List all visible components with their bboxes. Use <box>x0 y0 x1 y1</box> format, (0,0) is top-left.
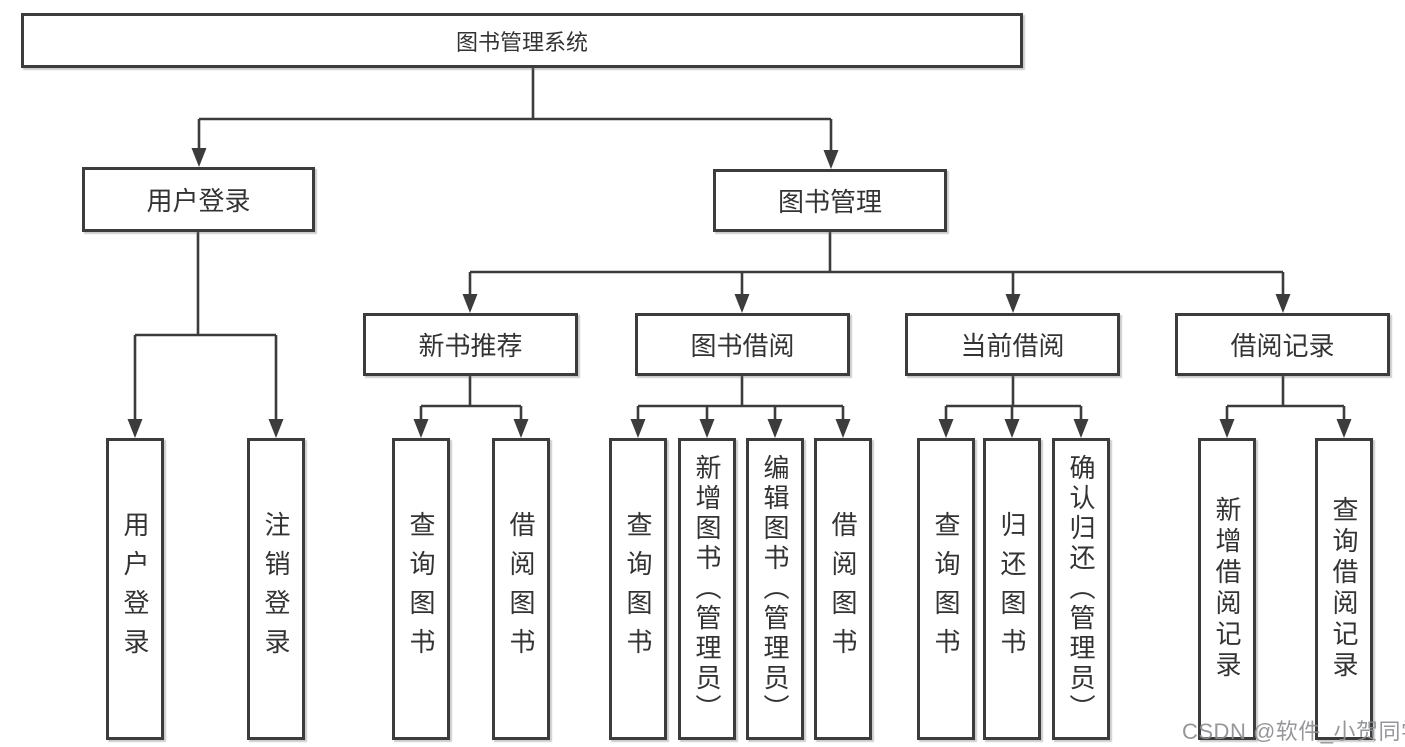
node-user-login: 用户登录 <box>82 167 315 232</box>
leaf-edit-book-admin: 编辑图书（管理员） <box>746 438 804 740</box>
leaf-query-books-recommend: 查询图书 <box>392 438 450 740</box>
leaf-query-borrow-record: 查询借阅记录 <box>1315 438 1373 740</box>
leaf-return-books: 归还图书 <box>983 438 1041 740</box>
leaf-add-borrow-record: 新增借阅记录 <box>1198 438 1256 740</box>
node-new-book-recommendation: 新书推荐 <box>363 313 578 376</box>
leaf-query-books-current: 查询图书 <box>917 438 975 740</box>
node-current-borrowing: 当前借阅 <box>905 313 1120 376</box>
leaf-confirm-return-admin: 确认归还（管理员） <box>1052 438 1110 740</box>
leaf-add-book-admin: 新增图书（管理员） <box>678 438 736 740</box>
leaf-user-login: 用户登录 <box>106 438 164 740</box>
leaf-query-books-borrowing: 查询图书 <box>609 438 667 740</box>
node-borrowing-records: 借阅记录 <box>1175 313 1390 376</box>
watermark: CSDN @软件_小贺同学 <box>1182 719 1405 744</box>
leaf-borrow-books-recommend: 借阅图书 <box>492 438 550 740</box>
node-library-management-system: 图书管理系统 <box>21 13 1023 68</box>
node-book-borrowing: 图书借阅 <box>635 313 850 376</box>
node-book-management: 图书管理 <box>713 169 947 232</box>
leaf-borrow-books-borrowing: 借阅图书 <box>814 438 872 740</box>
leaf-logout: 注销登录 <box>247 438 305 740</box>
